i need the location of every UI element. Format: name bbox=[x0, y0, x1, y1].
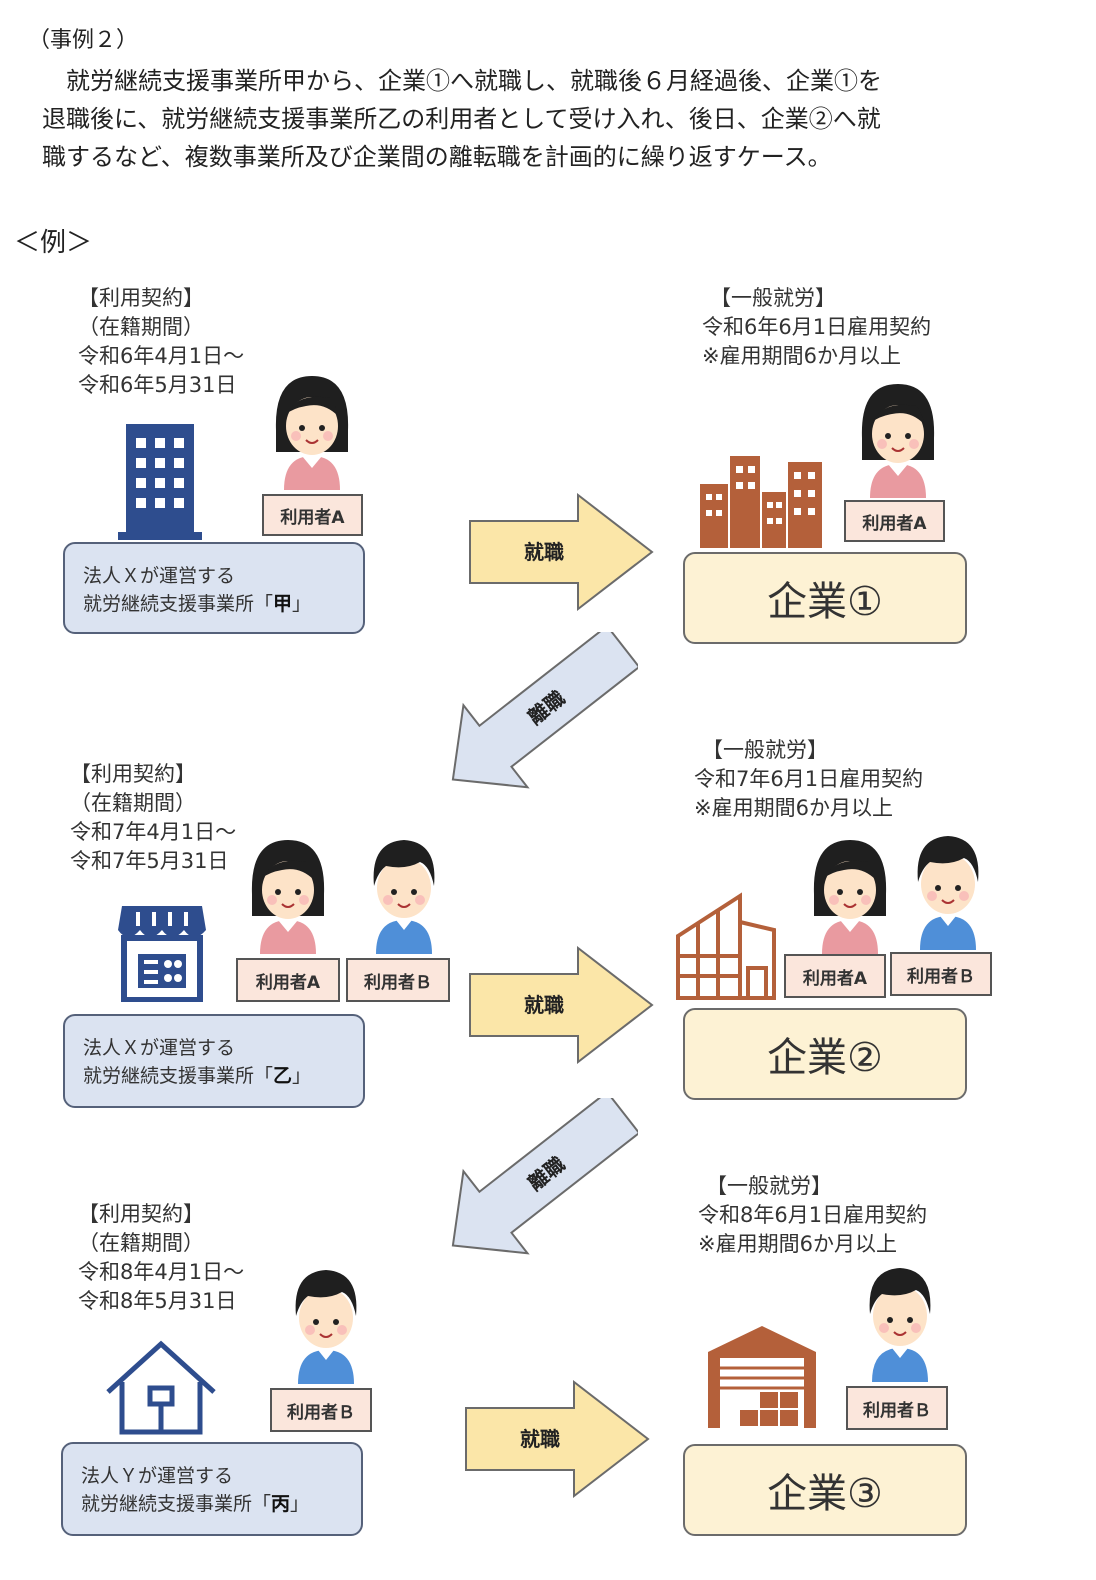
note-line: 令和7年6月1日雇用契約 bbox=[694, 767, 924, 791]
note-line: 令和7年5月31日 bbox=[70, 849, 229, 873]
case-title: （事例２） bbox=[28, 28, 139, 53]
office-box: 法人Ｘが運営する 就労継続支援事業所「乙」 bbox=[63, 1014, 365, 1108]
user-tag: 利用者A bbox=[844, 500, 945, 542]
company-contract-note: 【一般就労】令和6年6月1日雇用契約 ※雇用期間6か月以上 bbox=[702, 284, 931, 371]
employment-arrow: 就職 bbox=[469, 493, 654, 611]
office-operator: 法人Ｘが運営する bbox=[83, 1037, 236, 1059]
company-buildings-icon bbox=[700, 456, 822, 548]
office-box: 法人Ｙが運営する 就労継続支援事業所「丙」 bbox=[61, 1442, 363, 1536]
note-line: （在籍期間） bbox=[78, 315, 204, 339]
office-operator: 法人Ｙが運営する bbox=[81, 1465, 234, 1487]
example-label: ＜例＞ bbox=[14, 228, 93, 258]
facility-name: 丙 bbox=[271, 1493, 291, 1515]
user-tag: 利用者Ｂ bbox=[270, 1388, 372, 1432]
company-contract-note: 【一般就労】令和7年6月1日雇用契約 ※雇用期間6か月以上 bbox=[694, 736, 923, 823]
case-description-line: 職するなど、複数事業所及び企業間の離転職を計画的に繰り返すケース。 bbox=[42, 143, 832, 171]
facility-name: 乙 bbox=[273, 1065, 293, 1087]
arrow-label: 就職 bbox=[524, 993, 564, 1017]
facility-suffix: 」 bbox=[292, 1065, 312, 1087]
user-tag: 利用者A bbox=[784, 954, 886, 998]
case-description-line: 退職後に、就労継続支援事業所乙の利用者として受け入れ、後日、企業②へ就 bbox=[42, 105, 881, 133]
note-line: 令和6年5月31日 bbox=[78, 373, 237, 397]
facility-suffix: 」 bbox=[290, 1493, 310, 1515]
office-operator: 法人Ｘが運営する bbox=[83, 565, 236, 587]
case-description: 就労継続支援事業所甲から、企業①へ就職し、就職後６月経過後、企業①を 退職後に、… bbox=[42, 62, 1072, 176]
user-tag: 利用者A bbox=[236, 958, 340, 1002]
note-line: 令和8年5月31日 bbox=[78, 1289, 237, 1313]
female-user-icon bbox=[275, 376, 349, 490]
resignation-arrow: 離職 bbox=[451, 1098, 638, 1255]
company-box: 企業② bbox=[683, 1008, 967, 1100]
note-line: 【一般就労】 bbox=[702, 738, 828, 762]
arrow-label: 就職 bbox=[520, 1427, 560, 1451]
company-box: 企業① bbox=[683, 552, 967, 644]
note-line: 令和6年4月1日～ bbox=[78, 344, 245, 368]
company-contract-note: 【一般就労】令和8年6月1日雇用契約 ※雇用期間6か月以上 bbox=[698, 1172, 927, 1259]
facility-prefix: 就労継続支援事業所「 bbox=[83, 593, 274, 615]
employment-arrow: 就職 bbox=[469, 946, 654, 1064]
case-description-line: 就労継続支援事業所甲から、企業①へ就職し、就職後６月経過後、企業①を bbox=[66, 67, 882, 95]
note-line: 令和7年4月1日～ bbox=[70, 820, 237, 844]
female-user-icon bbox=[813, 840, 887, 954]
office-contract-note: 【利用契約】 （在籍期間） 令和7年4月1日～ 令和7年5月31日 bbox=[70, 760, 236, 876]
note-line: 【一般就労】 bbox=[706, 1174, 832, 1198]
employment-arrow: 就職 bbox=[465, 1380, 650, 1498]
male-user-icon bbox=[373, 840, 435, 954]
facility-prefix: 就労継続支援事業所「 bbox=[83, 1065, 274, 1087]
office-box: 法人Ｘが運営する 就労継続支援事業所「甲」 bbox=[63, 542, 365, 634]
resignation-arrow: 離職 bbox=[451, 632, 638, 789]
female-user-icon bbox=[861, 384, 935, 498]
note-line: 【利用契約】 bbox=[78, 1202, 204, 1226]
note-line: （在籍期間） bbox=[78, 1231, 204, 1255]
note-line: 令和6年6月1日雇用契約 bbox=[702, 315, 932, 339]
office-facility: 就労継続支援事業所「丙」 bbox=[81, 1490, 361, 1518]
arrow-label: 就職 bbox=[524, 540, 564, 564]
office-facility: 就労継続支援事業所「甲」 bbox=[83, 590, 363, 618]
facility-prefix: 就労継続支援事業所「 bbox=[81, 1493, 272, 1515]
male-user-icon bbox=[917, 836, 979, 950]
note-line: 【利用契約】 bbox=[78, 286, 204, 310]
note-line: 【利用契約】 bbox=[70, 762, 196, 786]
user-tag: 利用者Ｂ bbox=[846, 1386, 948, 1430]
shop-icon bbox=[118, 906, 206, 1002]
warehouse-icon bbox=[708, 1326, 816, 1428]
note-line: 【一般就労】 bbox=[710, 286, 836, 310]
user-tag: 利用者A bbox=[262, 494, 363, 536]
note-line: （在籍期間） bbox=[70, 791, 196, 815]
female-user-icon bbox=[251, 840, 325, 954]
note-line: ※雇用期間6か月以上 bbox=[702, 344, 901, 368]
note-line: ※雇用期間6か月以上 bbox=[694, 796, 893, 820]
note-line: 令和8年6月1日雇用契約 bbox=[698, 1203, 928, 1227]
office-building-icon bbox=[118, 424, 202, 540]
office-contract-note: 【利用契約】 （在籍期間） 令和8年4月1日～ 令和8年5月31日 bbox=[78, 1200, 244, 1316]
office-facility: 就労継続支援事業所「乙」 bbox=[83, 1062, 363, 1090]
note-line: 令和8年4月1日～ bbox=[78, 1260, 245, 1284]
note-line: ※雇用期間6か月以上 bbox=[698, 1232, 897, 1256]
male-user-icon bbox=[869, 1268, 931, 1382]
factory-icon bbox=[676, 892, 776, 1000]
office-contract-note: 【利用契約】 （在籍期間） 令和6年4月1日～ 令和6年5月31日 bbox=[78, 284, 244, 400]
facility-suffix: 」 bbox=[292, 593, 312, 615]
facility-name: 甲 bbox=[273, 593, 293, 615]
male-user-icon bbox=[295, 1270, 357, 1384]
user-tag: 利用者Ｂ bbox=[346, 958, 450, 1002]
user-tag: 利用者Ｂ bbox=[890, 952, 992, 996]
company-box: 企業③ bbox=[683, 1444, 967, 1536]
house-icon bbox=[106, 1340, 216, 1435]
